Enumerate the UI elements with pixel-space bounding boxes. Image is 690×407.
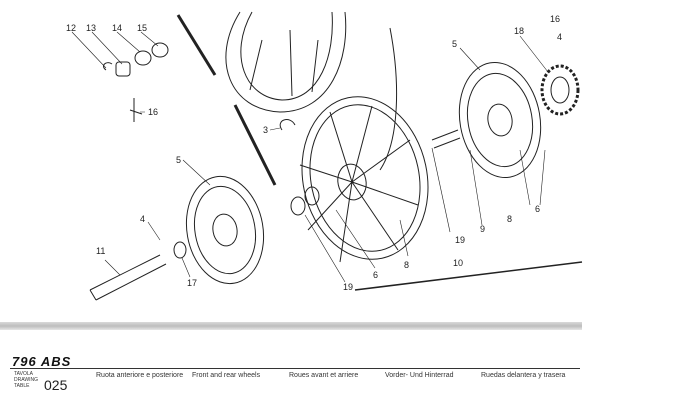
- callout-number: 13: [86, 23, 96, 33]
- table-number: 025: [44, 377, 68, 393]
- callout-number: 10: [453, 258, 463, 268]
- rim-tape-top: [176, 14, 217, 76]
- callout-number: 5: [176, 155, 181, 165]
- callout-number: 9: [480, 224, 485, 234]
- caption-english: Front and rear wheels: [192, 372, 261, 379]
- callout-number: 14: [112, 23, 122, 33]
- spacer-9: [431, 129, 461, 149]
- header-rule: [10, 368, 580, 369]
- callout-number: 11: [96, 246, 105, 256]
- front-brake-disc-left: [185, 175, 265, 285]
- table-label-line: TAVOLA: [14, 371, 33, 377]
- washer-14: [134, 50, 152, 66]
- callout-number: 8: [507, 214, 512, 224]
- callout-number: 4: [557, 32, 562, 42]
- valve-16: [129, 98, 143, 122]
- table-label-line: DRAWING: [14, 377, 38, 383]
- rear-wheel-fragment: [225, 11, 347, 113]
- front-axle: [89, 254, 167, 301]
- caption-spanish: Ruedas delantera y trasera: [481, 372, 566, 379]
- callout-number: 4: [140, 214, 145, 224]
- caption-german: Vorder- Und Hinterrad: [385, 372, 454, 379]
- valve-cable: [379, 27, 398, 171]
- nut-13: [115, 61, 131, 77]
- caption-french: Roues avant et arriere: [289, 372, 359, 379]
- callout-number: 8: [404, 260, 409, 270]
- model-name: 796 ABS: [12, 354, 72, 369]
- callout-number: 17: [187, 278, 197, 288]
- callout-number: 6: [373, 270, 378, 280]
- callout-number: 19: [455, 235, 465, 245]
- table-label: TAVOLA DRAWING TABLE: [14, 371, 38, 389]
- callout-number: 16: [550, 14, 560, 24]
- front-brake-disc-right: [458, 61, 542, 179]
- spacer-17: [173, 241, 187, 259]
- bearing-left: [290, 196, 306, 216]
- callout-number: 3: [263, 125, 268, 135]
- callout-number: 12: [66, 23, 76, 33]
- section-divider: [0, 322, 582, 330]
- callout-number: 18: [514, 26, 524, 36]
- callout-number: 19: [343, 282, 353, 292]
- caption-italian: Ruota anteriore e posteriore: [96, 372, 184, 379]
- front-wheel: [299, 96, 429, 263]
- rim-tape-front: [233, 104, 277, 186]
- valve-3: [279, 119, 296, 131]
- rear-sprocket: [540, 64, 580, 116]
- callout-number: 16: [148, 107, 158, 117]
- table-label-line: TABLE: [14, 383, 30, 389]
- callout-number: 6: [535, 204, 540, 214]
- callout-number: 15: [137, 23, 147, 33]
- callout-number: 5: [452, 39, 457, 49]
- bearing-15: [151, 42, 169, 58]
